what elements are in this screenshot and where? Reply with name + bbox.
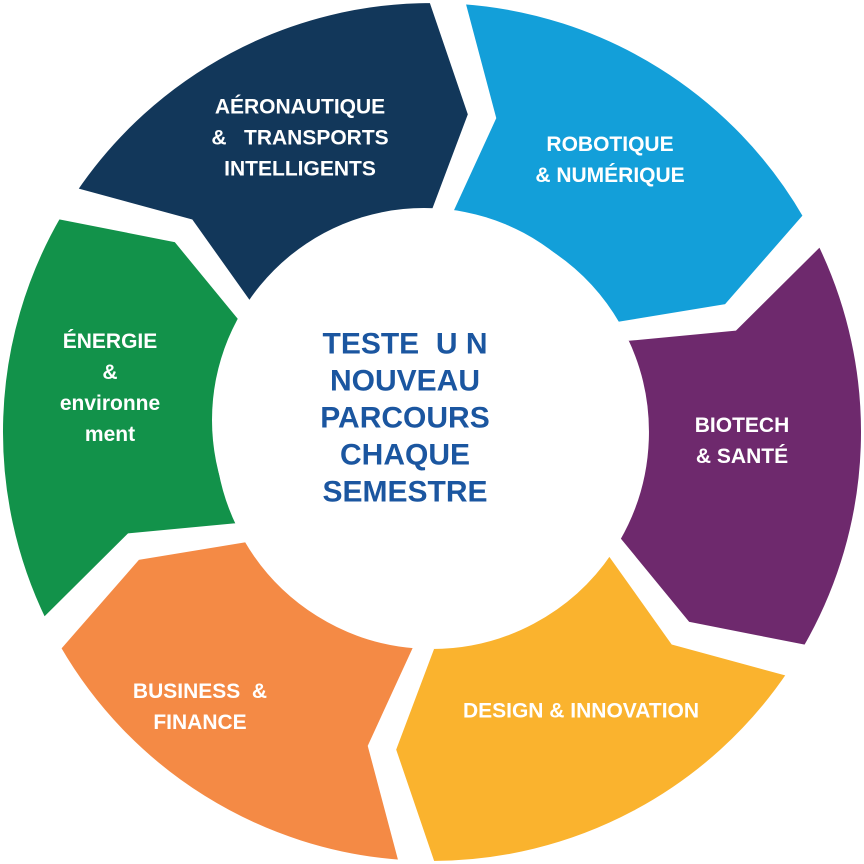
segment-label-robotique: ROBOTIQUE & NUMÉRIQUE <box>535 133 685 187</box>
center-title: TESTE U N NOUVEAU PARCOURS CHAQUE SEMEST… <box>320 326 489 511</box>
center-line: SEMESTRE <box>322 475 488 509</box>
segment-label-biotech: BIOTECH & SANTÉ <box>694 414 790 468</box>
segment-label-aeronautique: AÉRONAUTIQUE & TRANSPORTS INTELLIGENTS <box>211 95 389 181</box>
segment-business <box>54 535 422 864</box>
center-line: NOUVEAU <box>329 364 481 398</box>
segment-biotech <box>613 237 864 652</box>
segment-label-design: DESIGN & INNOVATION <box>462 699 700 723</box>
center-circle <box>212 208 636 632</box>
center-line: CHAQUE <box>339 438 471 472</box>
segment-label-business: BUSINESS & FINANCE <box>132 680 268 734</box>
center-line: TESTE U N <box>322 327 488 361</box>
center-line: PARCOURS <box>320 401 490 435</box>
segment-label-energie: ÉNERGIE & environne ment <box>59 330 161 446</box>
